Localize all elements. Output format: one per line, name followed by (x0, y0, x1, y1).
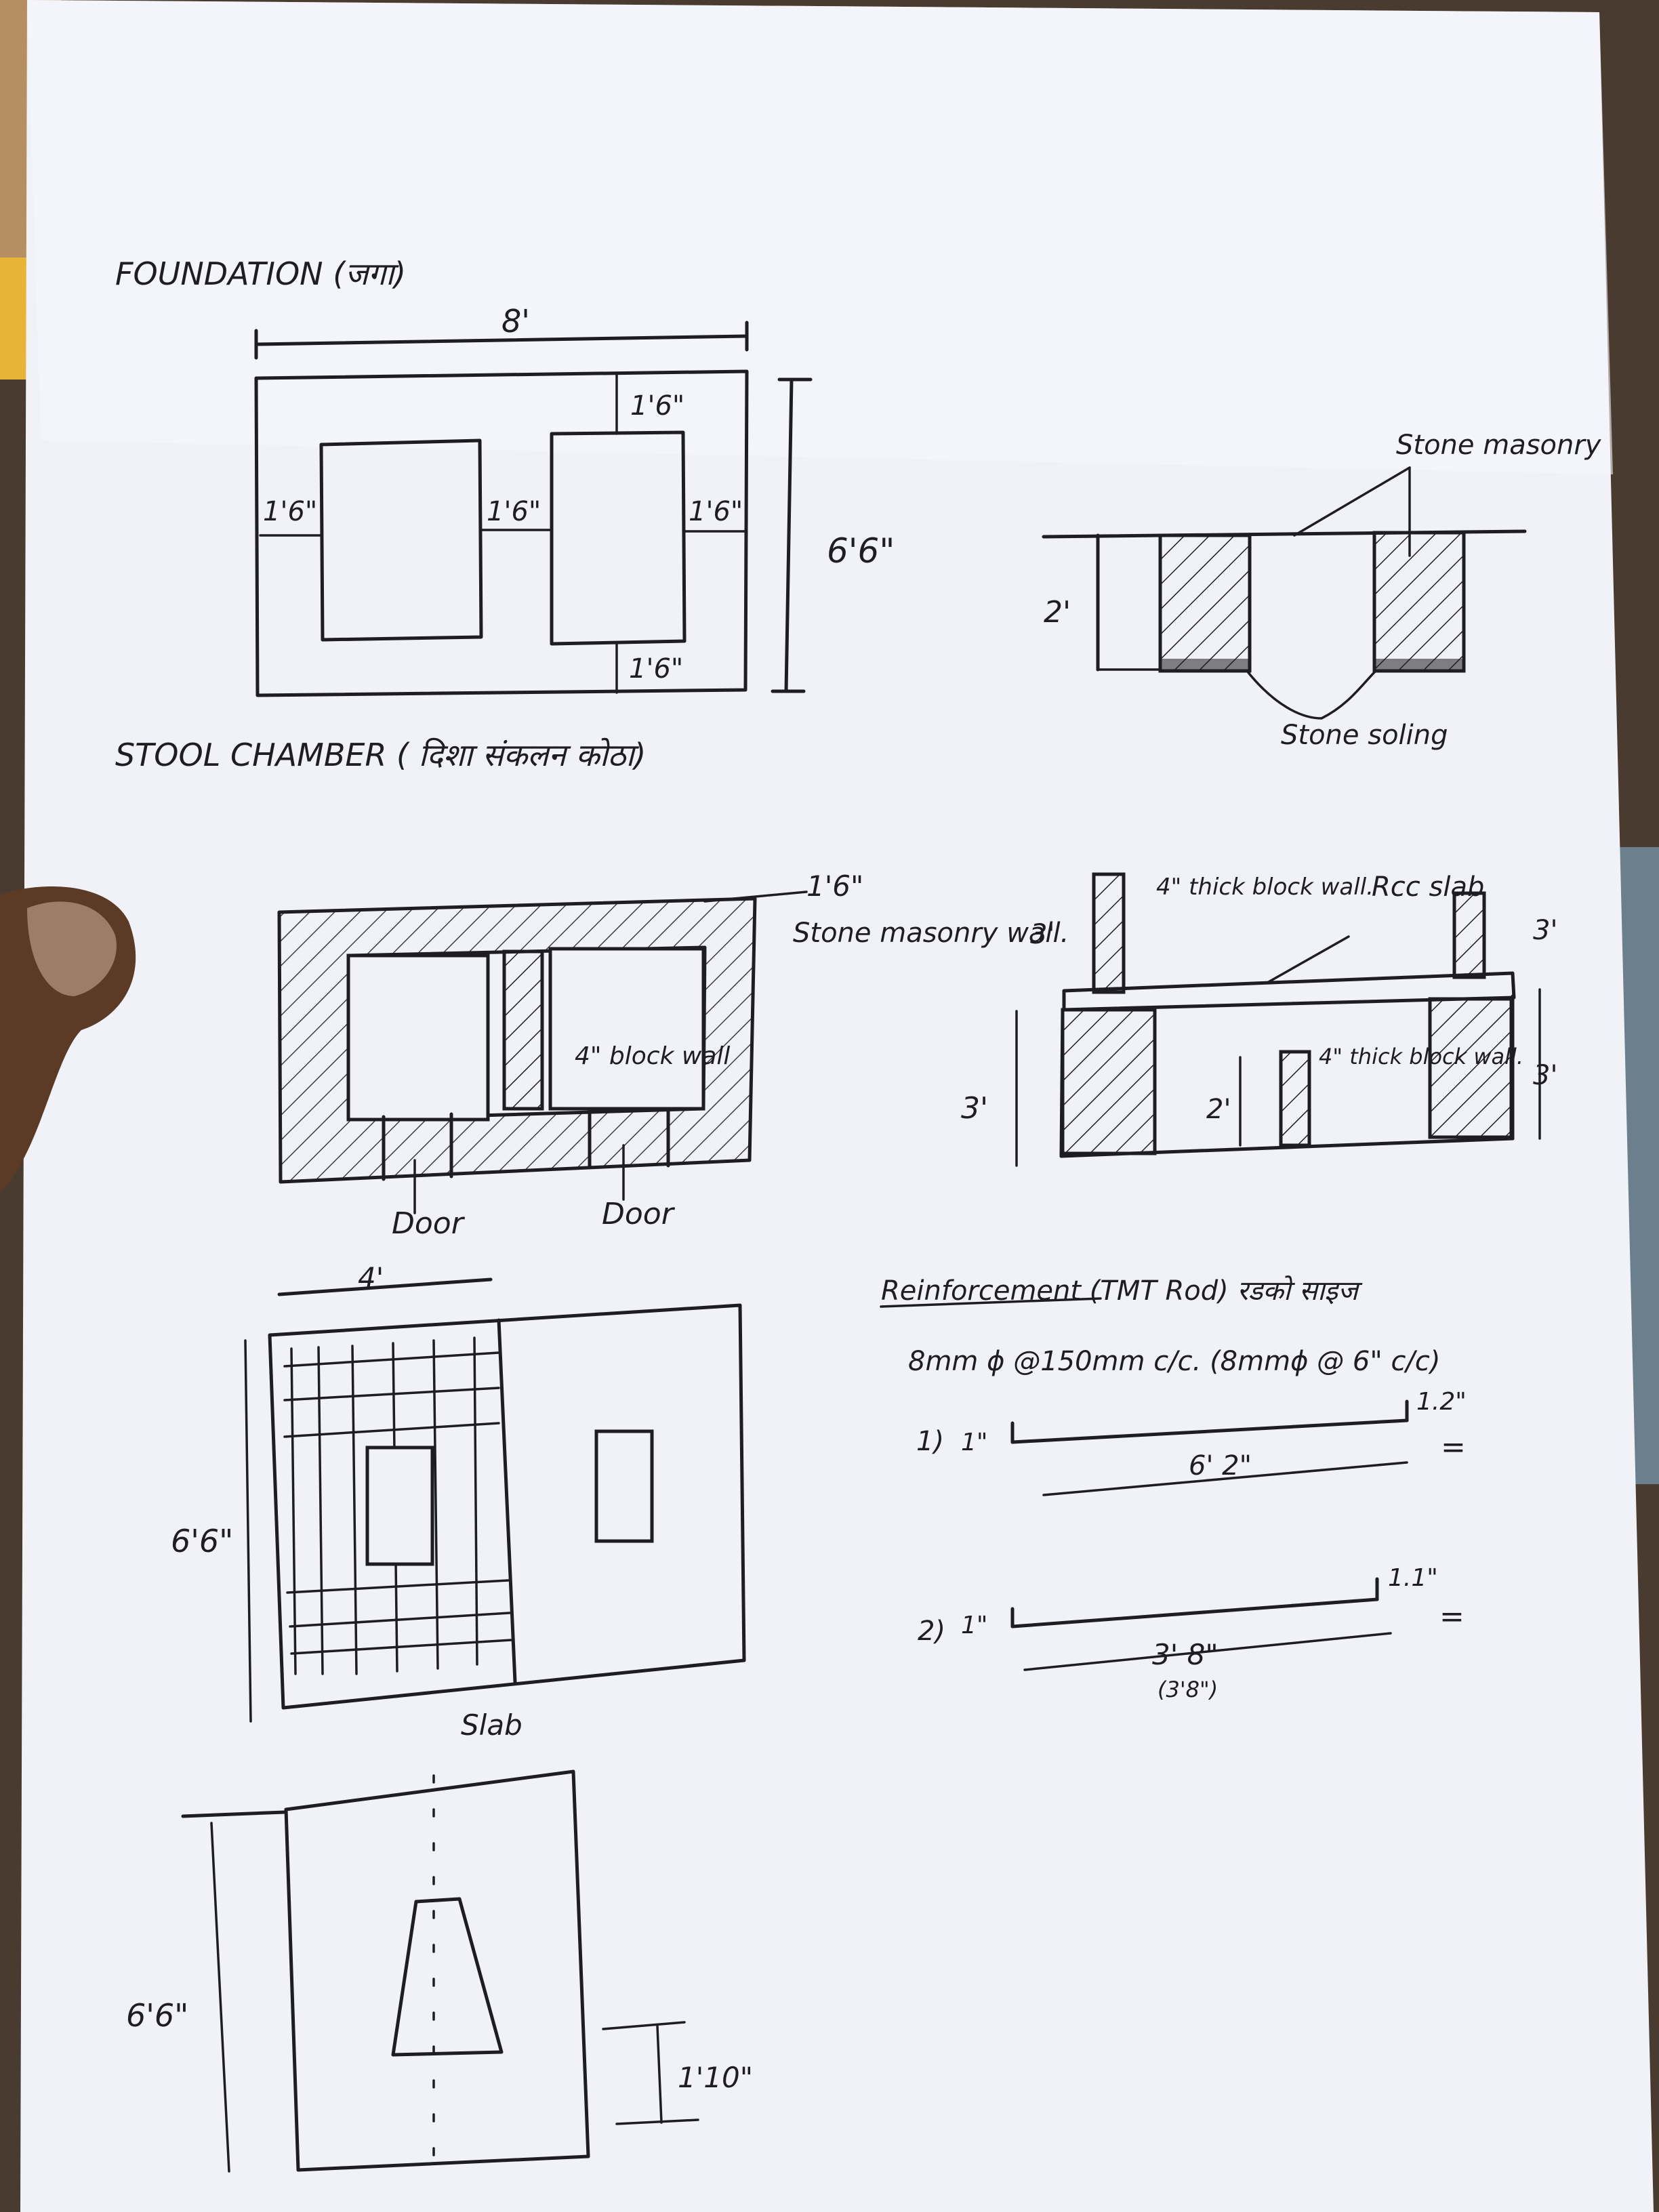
foundation-outline (254, 369, 749, 697)
rcc-slab-label: Rcc slab (1372, 872, 1484, 903)
wall-dim-label: 1'6" (806, 869, 863, 903)
bar2-length-alt: (3'8") (1158, 1677, 1218, 1702)
upper-block-left (1092, 872, 1126, 994)
title-underline (880, 1297, 1102, 1308)
slab-height-label: 6'6" (171, 1523, 233, 1559)
masonry-left (1158, 533, 1252, 673)
middle-gap-label: 1'6" (487, 496, 541, 527)
bar2-left-hook: 1" (961, 1612, 987, 1639)
height-dim-label: 6'6" (827, 531, 895, 571)
foundation-plan: FOUNDATION (जगा) 8' 6'6" 1'6" 1'6" 1'6" … (115, 255, 895, 697)
offset-dim-label: 1'10" (678, 2061, 753, 2094)
soling-right (1374, 659, 1464, 671)
slab-divider (497, 1318, 517, 1684)
rebar-grid (283, 1336, 512, 1675)
pan-outline (284, 1769, 590, 2172)
depth-dim-label: 2' (1044, 595, 1071, 630)
reinforcement-title: Reinforcement (TMT Rod) रडको साइज (881, 1275, 1363, 1307)
pit-room-left (346, 954, 490, 1122)
reinforcement-notes: Reinforcement (TMT Rod) रडको साइज 8mm ϕ … (880, 1275, 1467, 1702)
masonry-label: Stone masonry (1396, 430, 1602, 461)
stool-chamber-title: STOOL CHAMBER ( दिशा संकलन कोठा) (115, 737, 646, 773)
soling-left (1160, 659, 1250, 671)
reinforcement-spec: 8mm ϕ @150mm c/c. (8mmϕ @ 6" c/c) (908, 1346, 1441, 1377)
wall-label: Stone masonry wall. (793, 918, 1069, 949)
paper-highlight (27, 0, 1613, 474)
chamber-section: 2' 3' 3' 3' 3' 4" thick block wall. Rcc … (961, 872, 1557, 1167)
bar1-line (1010, 1418, 1409, 1444)
thick-block-label: 4" thick block wall. (1156, 874, 1374, 901)
pan-top-extension (181, 1810, 287, 1818)
bar2-right-hook: 1.1" (1388, 1564, 1438, 1592)
rcc-leader (1266, 935, 1350, 984)
pan-height-line (210, 1822, 230, 2173)
bar1-equals: = (1441, 1430, 1466, 1465)
pit-right (550, 430, 687, 646)
lower-block-right (1428, 997, 1513, 1139)
offset-dim-line (656, 2025, 663, 2124)
wall-dim-leader (703, 890, 808, 903)
right-gap-label: 1'6" (689, 496, 743, 527)
width-dimension-line (254, 334, 749, 346)
pan-plan: 6'6" 1'10" (126, 1769, 753, 2173)
bar2-equals: = (1439, 1599, 1465, 1634)
bar2-number: 2) (918, 1616, 945, 1647)
left-bottom-dim-label: 3' (961, 1091, 988, 1126)
height-dimension-line (784, 377, 794, 693)
bar2-length: 3' 8" (1152, 1638, 1218, 1671)
offset-bottom-line (615, 2118, 699, 2125)
door-left-label: Door (392, 1206, 466, 1241)
pan-opening (391, 1897, 504, 2057)
inner-block-wall (1279, 1050, 1311, 1147)
upper-block-right (1452, 891, 1486, 979)
pan-height-label: 6'6" (126, 1997, 188, 2034)
thumbnail (27, 901, 117, 996)
right-bottom-dim-label: 3' (1533, 1060, 1557, 1091)
slab-width-label: 4' (358, 1261, 384, 1294)
bar1-length: 6' 2" (1189, 1450, 1252, 1481)
slab-plan: 4' 6'6" Slab (171, 1261, 746, 1742)
bottom-gap-label: 1'6" (629, 653, 683, 684)
width-dim-label: 8' (501, 303, 530, 340)
center-dim-label: 2' (1206, 1094, 1231, 1125)
masonry-right (1372, 531, 1466, 673)
foundation-section: 2' Stone masonry Stone soling (1042, 430, 1602, 751)
door-right-label: Door (602, 1197, 676, 1231)
slab-label: Slab (461, 1708, 523, 1742)
left-gap-label: 1'6" (263, 496, 317, 527)
bar1-right-hook: 1.2" (1416, 1388, 1467, 1416)
block-wall-label: 4" block wall (575, 1042, 730, 1070)
pit-room-right (548, 947, 705, 1111)
soling-label: Stone soling (1281, 720, 1448, 751)
pit-left (319, 438, 483, 642)
wall-hatch-right (703, 899, 755, 1160)
slab-outline (268, 1303, 746, 1710)
slab-height-line (244, 1339, 252, 1723)
slab-hole-left (365, 1446, 434, 1566)
offset-top-line (602, 2021, 686, 2030)
bar2-line (1010, 1597, 1379, 1629)
wall-hatch-top (279, 899, 755, 956)
lower-block-left (1061, 1008, 1157, 1155)
right-top-dim-label: 3' (1533, 915, 1557, 946)
slab-hole-right (594, 1429, 654, 1543)
slab-width-line (277, 1277, 493, 1296)
stool-chamber-plan: STOOL CHAMBER ( दिशा संकलन कोठा) 4" bloc… (115, 737, 1069, 1241)
masonry-leader-left (1293, 466, 1411, 537)
foundation-title: FOUNDATION (जगा) (115, 255, 406, 292)
block-wall (502, 949, 544, 1111)
inner-block-label: 4" thick block wall. (1319, 1044, 1523, 1069)
wall-hatch-bottom (281, 1109, 750, 1182)
bar1-dim-line (1042, 1461, 1408, 1496)
bar2-dim-line (1023, 1632, 1392, 1671)
bar1-number: 1) (916, 1426, 944, 1457)
top-gap-label: 1'6" (630, 390, 684, 422)
wall-hatch-left (279, 912, 348, 1182)
bar1-left-hook: 1" (961, 1429, 987, 1456)
soling-leader (1246, 670, 1377, 720)
left-top-dim-label: 3' (1030, 919, 1054, 950)
